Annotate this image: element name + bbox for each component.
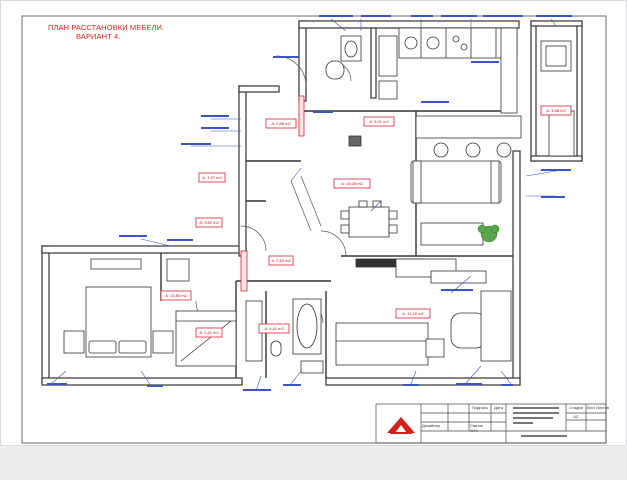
bedroom-furniture [63, 258, 190, 358]
room-area-wardrobe: А: 2,81 m2 [199, 330, 219, 335]
drawing-frame [21, 15, 607, 444]
room-area-bathroom: А: 4,41 m2 [264, 326, 284, 331]
plan-title-line2: ВАРИАНТ 4. [76, 32, 121, 41]
room-area-storage: А: 3,80 m2 [199, 220, 219, 225]
title-block-col-sheets: Листов [596, 405, 609, 410]
room-area-loggia: А: 3,88 m2 [546, 108, 566, 113]
viewer-bottom-area [0, 446, 627, 480]
childroom-furniture [335, 270, 512, 366]
room-area-hall-1: А: 2,86 m2 [271, 121, 291, 126]
wardrobe-furniture [175, 310, 237, 367]
title-block-col-stage: Стадия [569, 405, 583, 410]
demolition-walls [240, 95, 305, 292]
title-block-col-sheet: Лист [586, 405, 596, 410]
room-area-corridor: А: 2,50 m2 [271, 258, 291, 263]
title-block-col-signature: Подпись [472, 405, 488, 410]
room-area-kitchen: А: 5,01 m2 [369, 119, 389, 124]
room-area-living: А: 16,08 m2 [341, 181, 363, 186]
room-area-hall-2: А: 1,97 m2 [202, 175, 222, 180]
annotation-text-bars [47, 15, 572, 391]
plant-icon [477, 224, 500, 243]
title-block-designer: Свиток О.Н. [470, 423, 484, 433]
title-block-stage-value: АС [573, 414, 579, 419]
kitchen-furniture [348, 27, 522, 158]
bathroom-furniture [245, 298, 324, 374]
doors [195, 55, 352, 330]
room-area-bedroom: А: 13,80 m2 [165, 293, 187, 298]
plan-title: ПЛАН РАССТАНОВКИ МЕБЕЛИ. ВАРИАНТ 4. [48, 23, 164, 41]
title-block-role: Дизайнер [422, 423, 440, 428]
title-block-col-date: Дата [494, 405, 503, 410]
loggia-furniture [540, 40, 575, 157]
title-block-text-bars [513, 407, 567, 437]
room-label-boxes [160, 105, 572, 338]
plan-title-line1: ПЛАН РАССТАНОВКИ МЕБЕЛИ. [48, 23, 165, 32]
drawing-sheet: ПЛАН РАССТАНОВКИ МЕБЕЛИ. ВАРИАНТ 4. [0, 0, 627, 446]
title-block [375, 403, 607, 444]
walls [41, 20, 583, 386]
bathroom-top-furniture [325, 35, 398, 100]
company-logo [387, 417, 415, 434]
room-area-childroom: А: 12,20 m2 [402, 311, 424, 316]
floor-plan-drawing [21, 15, 607, 444]
